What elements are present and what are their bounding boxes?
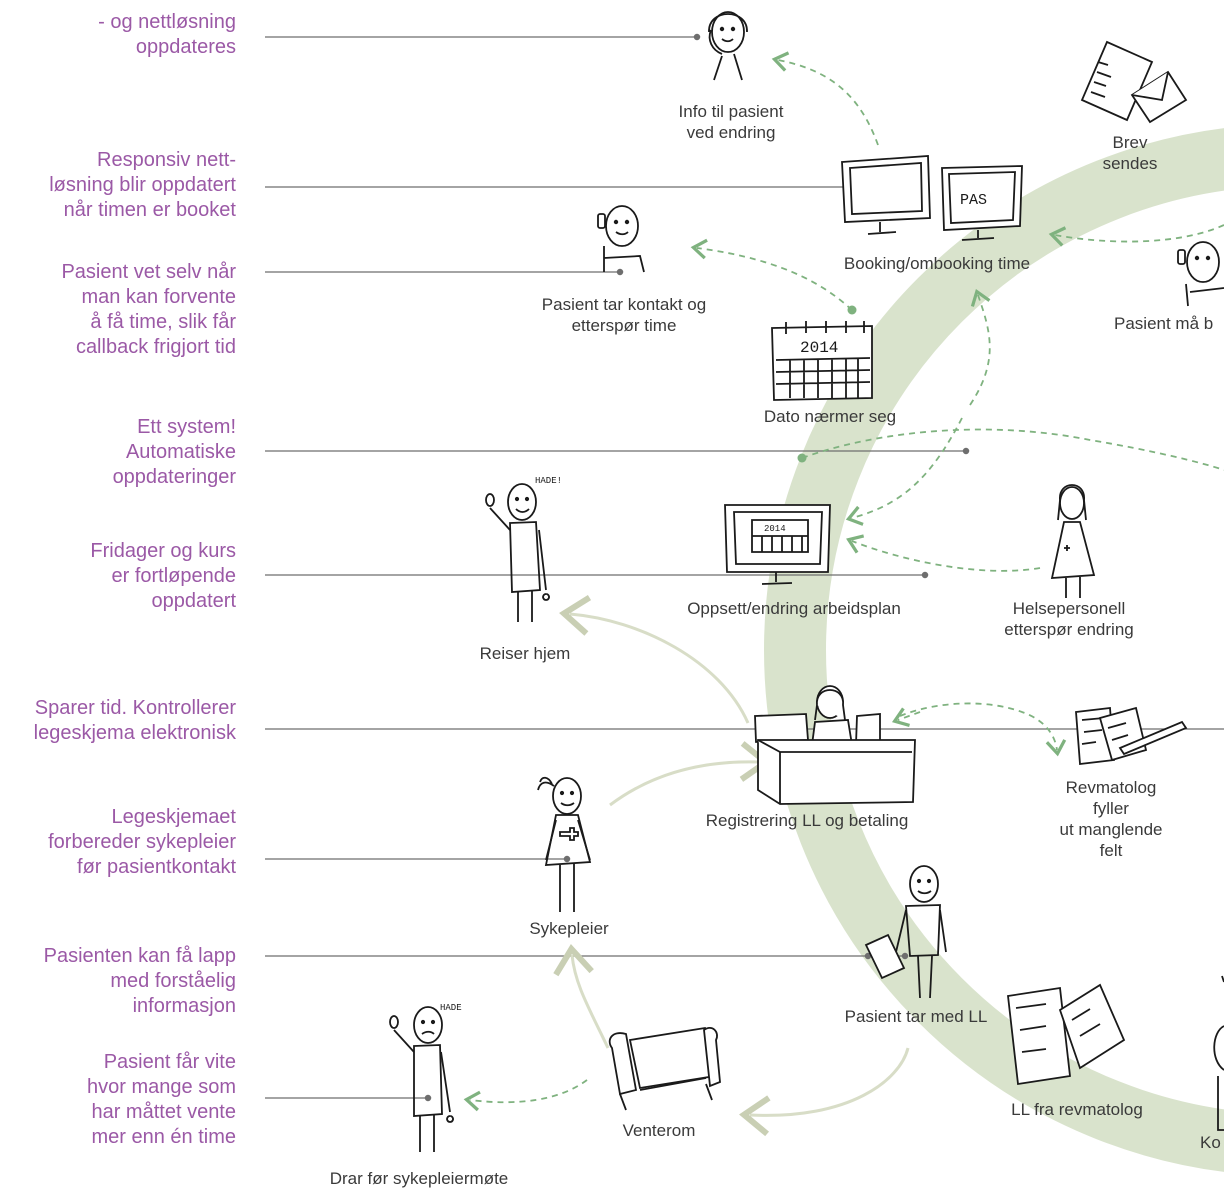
forms-pen-icon (1075, 706, 1188, 766)
step-sykepleier: Sykepleier (529, 919, 609, 938)
step-dato: Dato nærmer seg (763, 407, 897, 426)
step-helsepersonell: Helsepersonell etterspør endring (1004, 599, 1134, 639)
step-oppsett: Oppsett/endring arbeidsplan (687, 599, 901, 618)
calendar-year-text: 2014 (800, 339, 838, 357)
nurse-icon (537, 776, 592, 912)
note-responsiv: Responsiv nett- løsning blir oppdatert n… (49, 149, 236, 221)
hade-speech-1: HADE! (535, 476, 562, 486)
hade-speech-2: HADE (440, 1003, 462, 1013)
note-vente: Pasient får vite hvor mange som har mått… (87, 1051, 236, 1148)
schedule-monitor-icon (724, 504, 831, 585)
leaving-patient-icon (389, 1006, 454, 1152)
step-registrering: Registrering LL og betaling (705, 811, 909, 830)
booking-monitors-icon (841, 155, 1023, 241)
note-ett-system: Ett system! Automatiske oppdateringer (112, 416, 236, 488)
note-sparer-tid: Sparer tid. Kontrollerer legeskjema elek… (33, 697, 236, 744)
step-pasient-ll: Pasient tar med LL (844, 1007, 988, 1026)
step-reiser-hjem: Reiser hjem (479, 644, 571, 663)
beige-flow-arrows (553, 595, 910, 1137)
waiting-sofa-icon (608, 1026, 721, 1111)
step-brev: Brev sendes (1102, 133, 1158, 173)
note-legeskjema: Legeskjemaet forbereder sykepleier før p… (48, 806, 236, 878)
step-booking: Booking/ombooking time (843, 254, 1031, 273)
note-lapp: Pasienten kan få lapp med forståelig inf… (43, 945, 236, 1017)
note-nettlosning: - og nettløsning oppdateres (98, 11, 236, 58)
phone-caller-right-icon (1177, 241, 1224, 307)
step-ko: Ko (1200, 1133, 1221, 1152)
calendar-icon (771, 321, 873, 401)
letters-icon (1080, 40, 1188, 124)
step-ll-revmatolog: LL fra revmatolog (1011, 1100, 1143, 1119)
health-worker-icon (1050, 484, 1096, 598)
screen-year-text: 2014 (764, 524, 786, 534)
green-flow-arrows (463, 51, 1224, 1112)
pas-screen-text: PAS (960, 192, 987, 209)
process-ring (764, 128, 1224, 1172)
headset-agent-icon (708, 11, 748, 81)
note-fridager: Fridager og kurs er fortløpende oppdater… (90, 540, 236, 612)
step-pasient-ma: Pasient må b (1114, 314, 1214, 333)
patient-with-form-icon (864, 865, 947, 999)
referral-forms-icon (1007, 983, 1126, 1086)
step-drar: Drar før sykepleiermøte (329, 1169, 509, 1188)
queue-person-partial-icon (1213, 975, 1224, 1131)
reception-desk-icon (754, 685, 916, 805)
traveller-waving-icon (485, 483, 550, 622)
step-revmatolog-fyller: Revmatolog fyller ut manglende felt (1059, 778, 1163, 860)
step-pasient-kontakt: Pasient tar kontakt og etterspør time (541, 295, 707, 335)
note-forvente: Pasient vet selv når man kan forvente å … (61, 261, 236, 358)
step-info-pasient: Info til pasient ved endring (678, 102, 784, 142)
phone-caller-icon (597, 205, 645, 273)
step-venterom: Venterom (622, 1121, 696, 1140)
